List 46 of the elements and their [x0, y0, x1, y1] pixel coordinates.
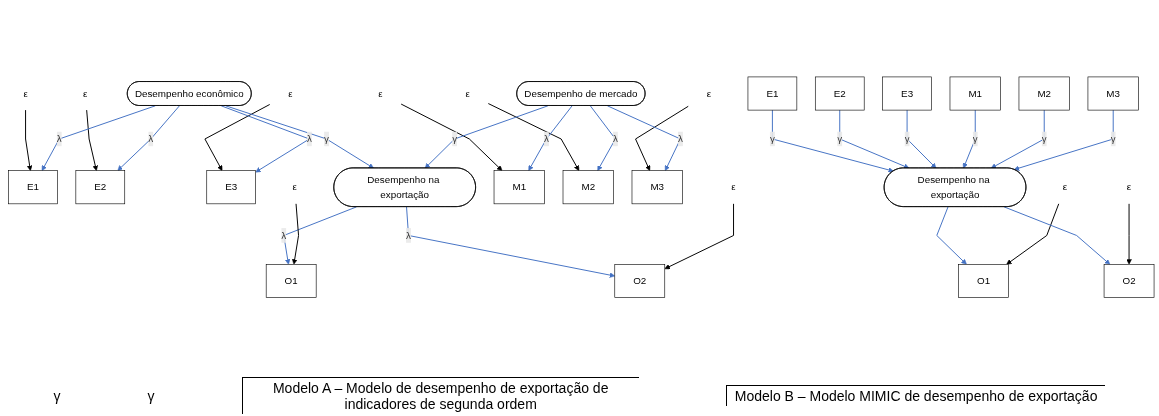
- node-box: E3: [882, 76, 932, 111]
- node-box: M3: [1087, 76, 1139, 111]
- edge-label: γ: [1110, 133, 1116, 145]
- edge-label: λ: [148, 133, 154, 145]
- node-box: E2: [75, 170, 126, 205]
- edge-label: λ: [543, 133, 549, 145]
- node-box: M2: [1018, 76, 1070, 111]
- node-box: E2: [815, 76, 865, 111]
- path-coefficient: γ: [147, 387, 155, 404]
- node-text: ε: [83, 88, 88, 99]
- edge-label: λ: [306, 133, 312, 145]
- node-box: M1: [493, 170, 545, 205]
- edge-label: λ: [56, 133, 62, 145]
- edge-label: γ: [452, 133, 458, 145]
- node-text: ε: [1062, 181, 1068, 193]
- edge-label: γ: [324, 133, 330, 145]
- node-box: O1: [265, 264, 317, 299]
- path-coefficient: γ: [53, 387, 61, 404]
- node-box: M2: [562, 170, 614, 205]
- edge-label: γ: [769, 133, 775, 145]
- edge-label: γ: [837, 133, 843, 145]
- node-box: O1: [958, 264, 1009, 299]
- edge-label: λ: [612, 133, 618, 145]
- node-box: E3: [206, 170, 256, 205]
- node-box: O2: [1103, 264, 1155, 299]
- node-text: ε: [1126, 181, 1132, 193]
- node-box: M3: [631, 170, 683, 205]
- node-text: ε: [706, 88, 712, 99]
- node-box: E1: [8, 170, 58, 205]
- node-box: E1: [747, 76, 798, 111]
- node-text: ε: [288, 88, 293, 99]
- caption: Modelo B – Modelo MIMIC de desempenho de exportação: [725, 385, 1106, 406]
- edge-label: γ: [1041, 133, 1047, 145]
- node-text: ε: [378, 88, 383, 99]
- edge-label: γ: [904, 133, 910, 145]
- caption: Modelo A – Modelo de desempenho de exportação de indicadores de segunda ordem: [241, 377, 639, 414]
- node-box: O2: [614, 264, 666, 299]
- node-text: ε: [465, 88, 470, 99]
- edge-label: λ: [281, 230, 287, 241]
- edge-label: λ: [406, 230, 411, 241]
- node-text: ε: [731, 181, 736, 193]
- node-box: M1: [949, 76, 1001, 111]
- edge-label: γ: [972, 133, 978, 145]
- edge-label: λ: [677, 133, 683, 145]
- node-text: ε: [292, 181, 297, 193]
- node-text: ε: [23, 88, 28, 99]
